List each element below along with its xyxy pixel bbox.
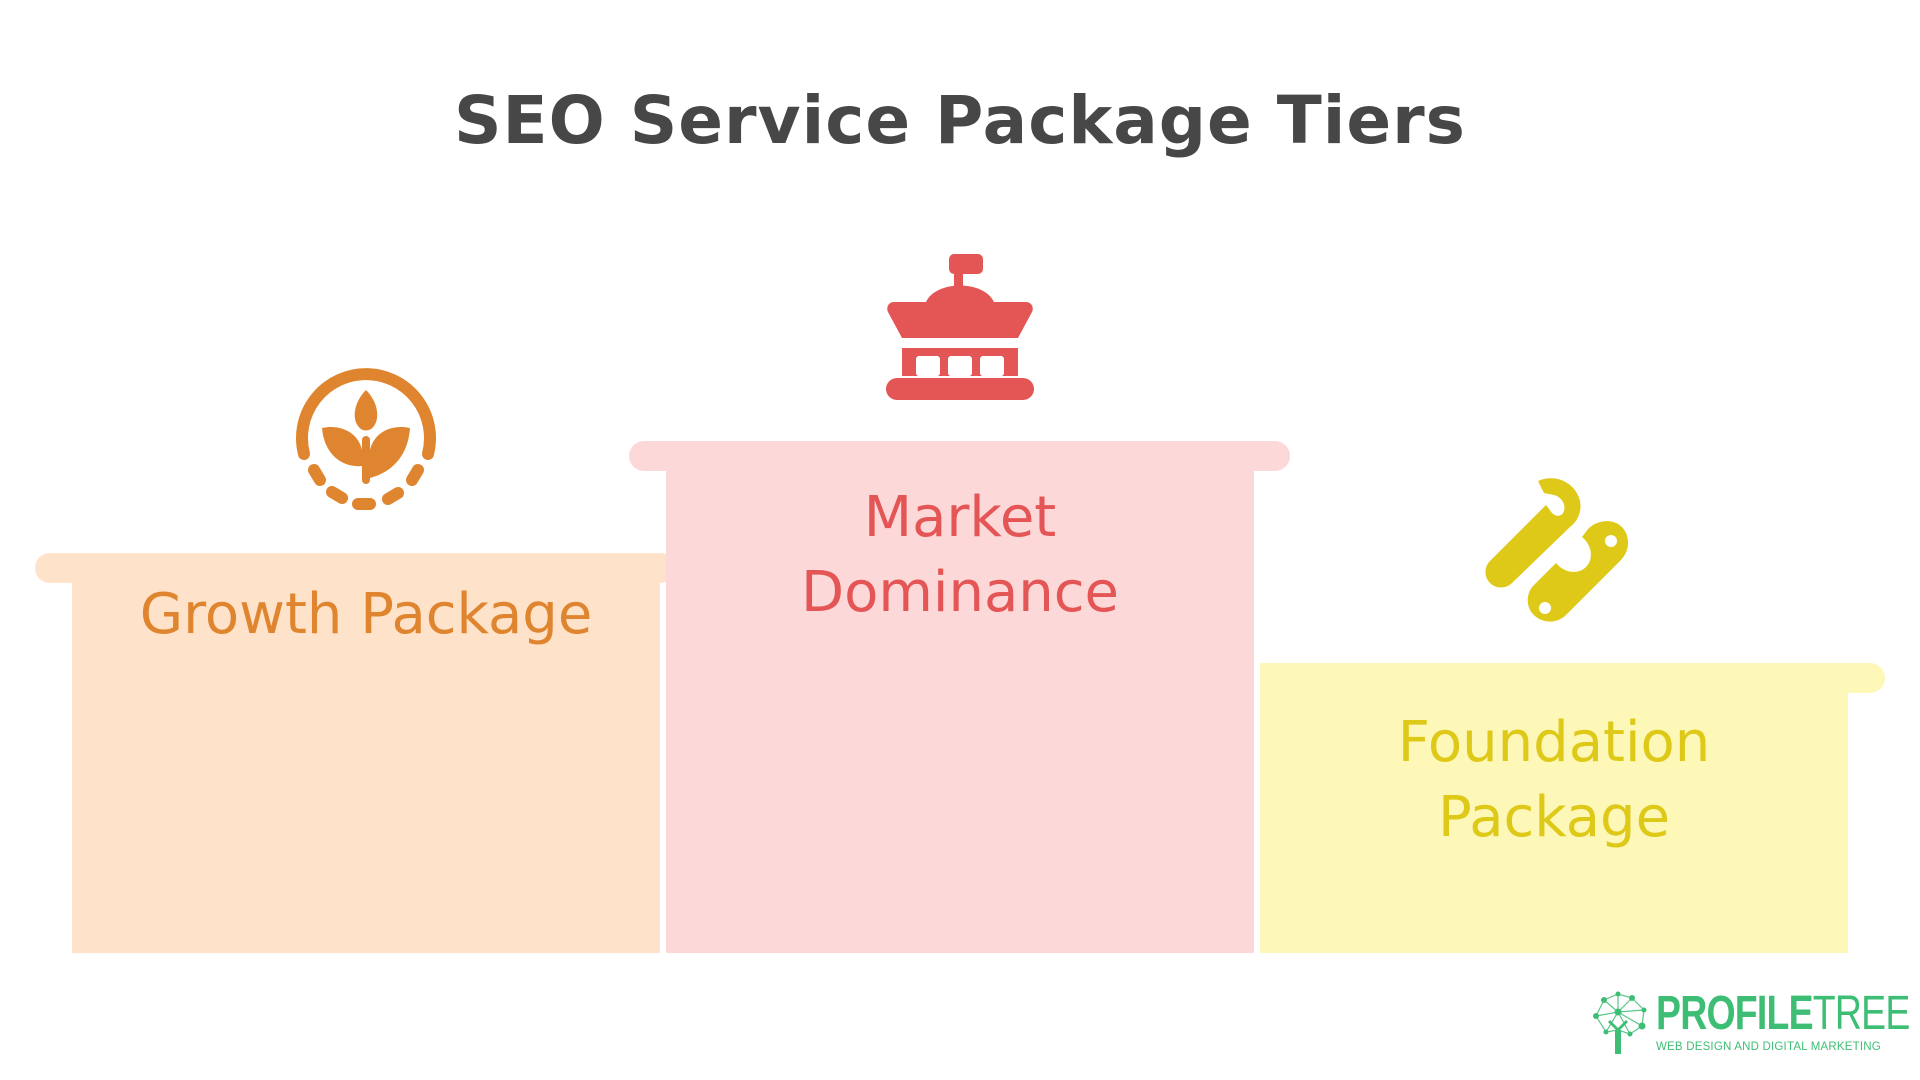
podium-body: Growth Package — [72, 553, 660, 953]
podium-foundation: Foundation Package — [0, 663, 1920, 953]
brand-bold: PROFILE — [1656, 987, 1814, 1040]
sprout-circle-icon — [292, 362, 440, 510]
podium-market: Market Dominance — [0, 441, 1920, 953]
profiletree-logo: PROFILETREE WEB DESIGN AND DIGITAL MARKE… — [1590, 990, 1910, 1056]
brand-wordmark: PROFILETREE — [1656, 990, 1910, 1038]
tier-label-market: Market Dominance — [800, 485, 1120, 625]
page-title: SEO Service Package Tiers — [454, 82, 1466, 159]
tree-network-icon — [1593, 991, 1647, 1054]
brand-light: TREE — [1812, 987, 1911, 1040]
podium-growth: Growth Package — [0, 553, 1920, 953]
podium-body: Foundation Package — [1260, 663, 1848, 953]
podium-body: Market Dominance — [666, 441, 1254, 953]
tier-label-foundation: Foundation Package — [1397, 710, 1711, 850]
government-building-icon — [886, 252, 1034, 402]
wrench-tools-icon — [1482, 475, 1632, 625]
tier-label-growth: Growth Package — [139, 582, 593, 647]
brand-tagline: WEB DESIGN AND DIGITAL MARKETING — [1656, 1041, 1881, 1053]
